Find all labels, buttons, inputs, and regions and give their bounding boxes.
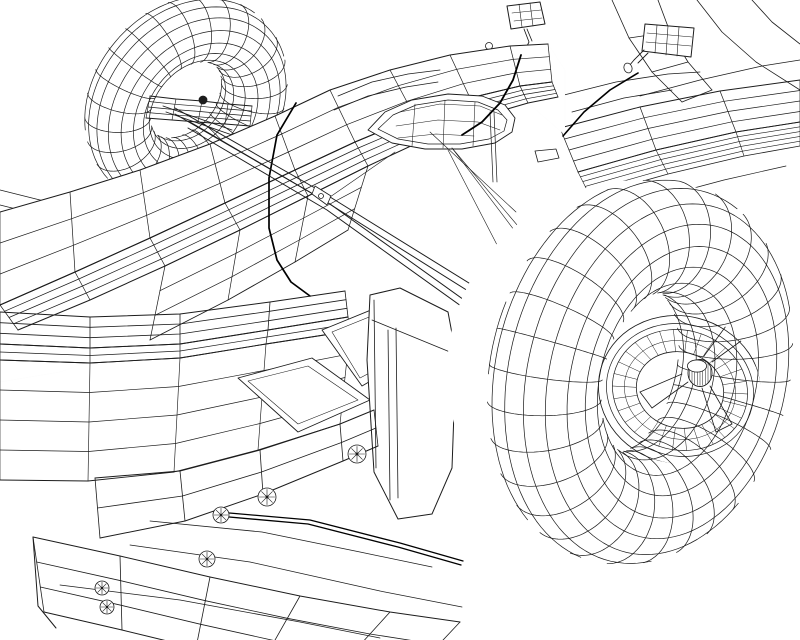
sidepod-inlet-lip (577, 121, 800, 197)
wing-trailing-edge-dark (217, 511, 464, 566)
mirror-right-knob (623, 62, 633, 74)
cockpit-latch (534, 148, 560, 163)
chassis-cable-cockpit (461, 54, 522, 136)
mirror-right-detail (645, 24, 693, 57)
wheel-hub-nut (686, 359, 713, 387)
rim-face-mid-ring (624, 340, 736, 440)
suspension-clevis-pin (318, 193, 324, 199)
cockpit-rim-inner (377, 99, 508, 145)
mirror-right-arm (628, 49, 649, 67)
cockpit-hump-lines (333, 69, 441, 111)
mirror-left-detail (511, 2, 543, 28)
mirror-left-housing (506, 1, 546, 30)
cockpit-rim-outer (367, 93, 516, 150)
cockpit-interior-mesh (395, 99, 503, 149)
rim-spokes (639, 325, 746, 433)
wing-endplate (366, 287, 457, 520)
chassis-cable-right (562, 72, 639, 137)
mirror-right-housing (641, 23, 695, 58)
wing-trailing-edges (59, 520, 463, 639)
rim-lip-2 (606, 323, 754, 457)
cockpit-side-struts (489, 111, 498, 183)
front-left-hub (198, 95, 208, 105)
wing-plank-end-bevel (32, 536, 57, 629)
sidepod-top (559, 79, 800, 173)
front-right-tire (487, 179, 794, 565)
wing-plate-a-bevel (247, 365, 359, 425)
engine-cover (559, 0, 800, 113)
rim-spoke-ring (635, 351, 725, 429)
front-right-rim (598, 315, 762, 465)
chassis-cable-left (268, 102, 311, 297)
nose-chin-surface (149, 165, 369, 341)
suspension-clevis (311, 185, 332, 206)
wing-rivets (94, 444, 367, 615)
wing-endplate-slot (371, 299, 451, 501)
front-right-tire-underlay (447, 180, 800, 564)
